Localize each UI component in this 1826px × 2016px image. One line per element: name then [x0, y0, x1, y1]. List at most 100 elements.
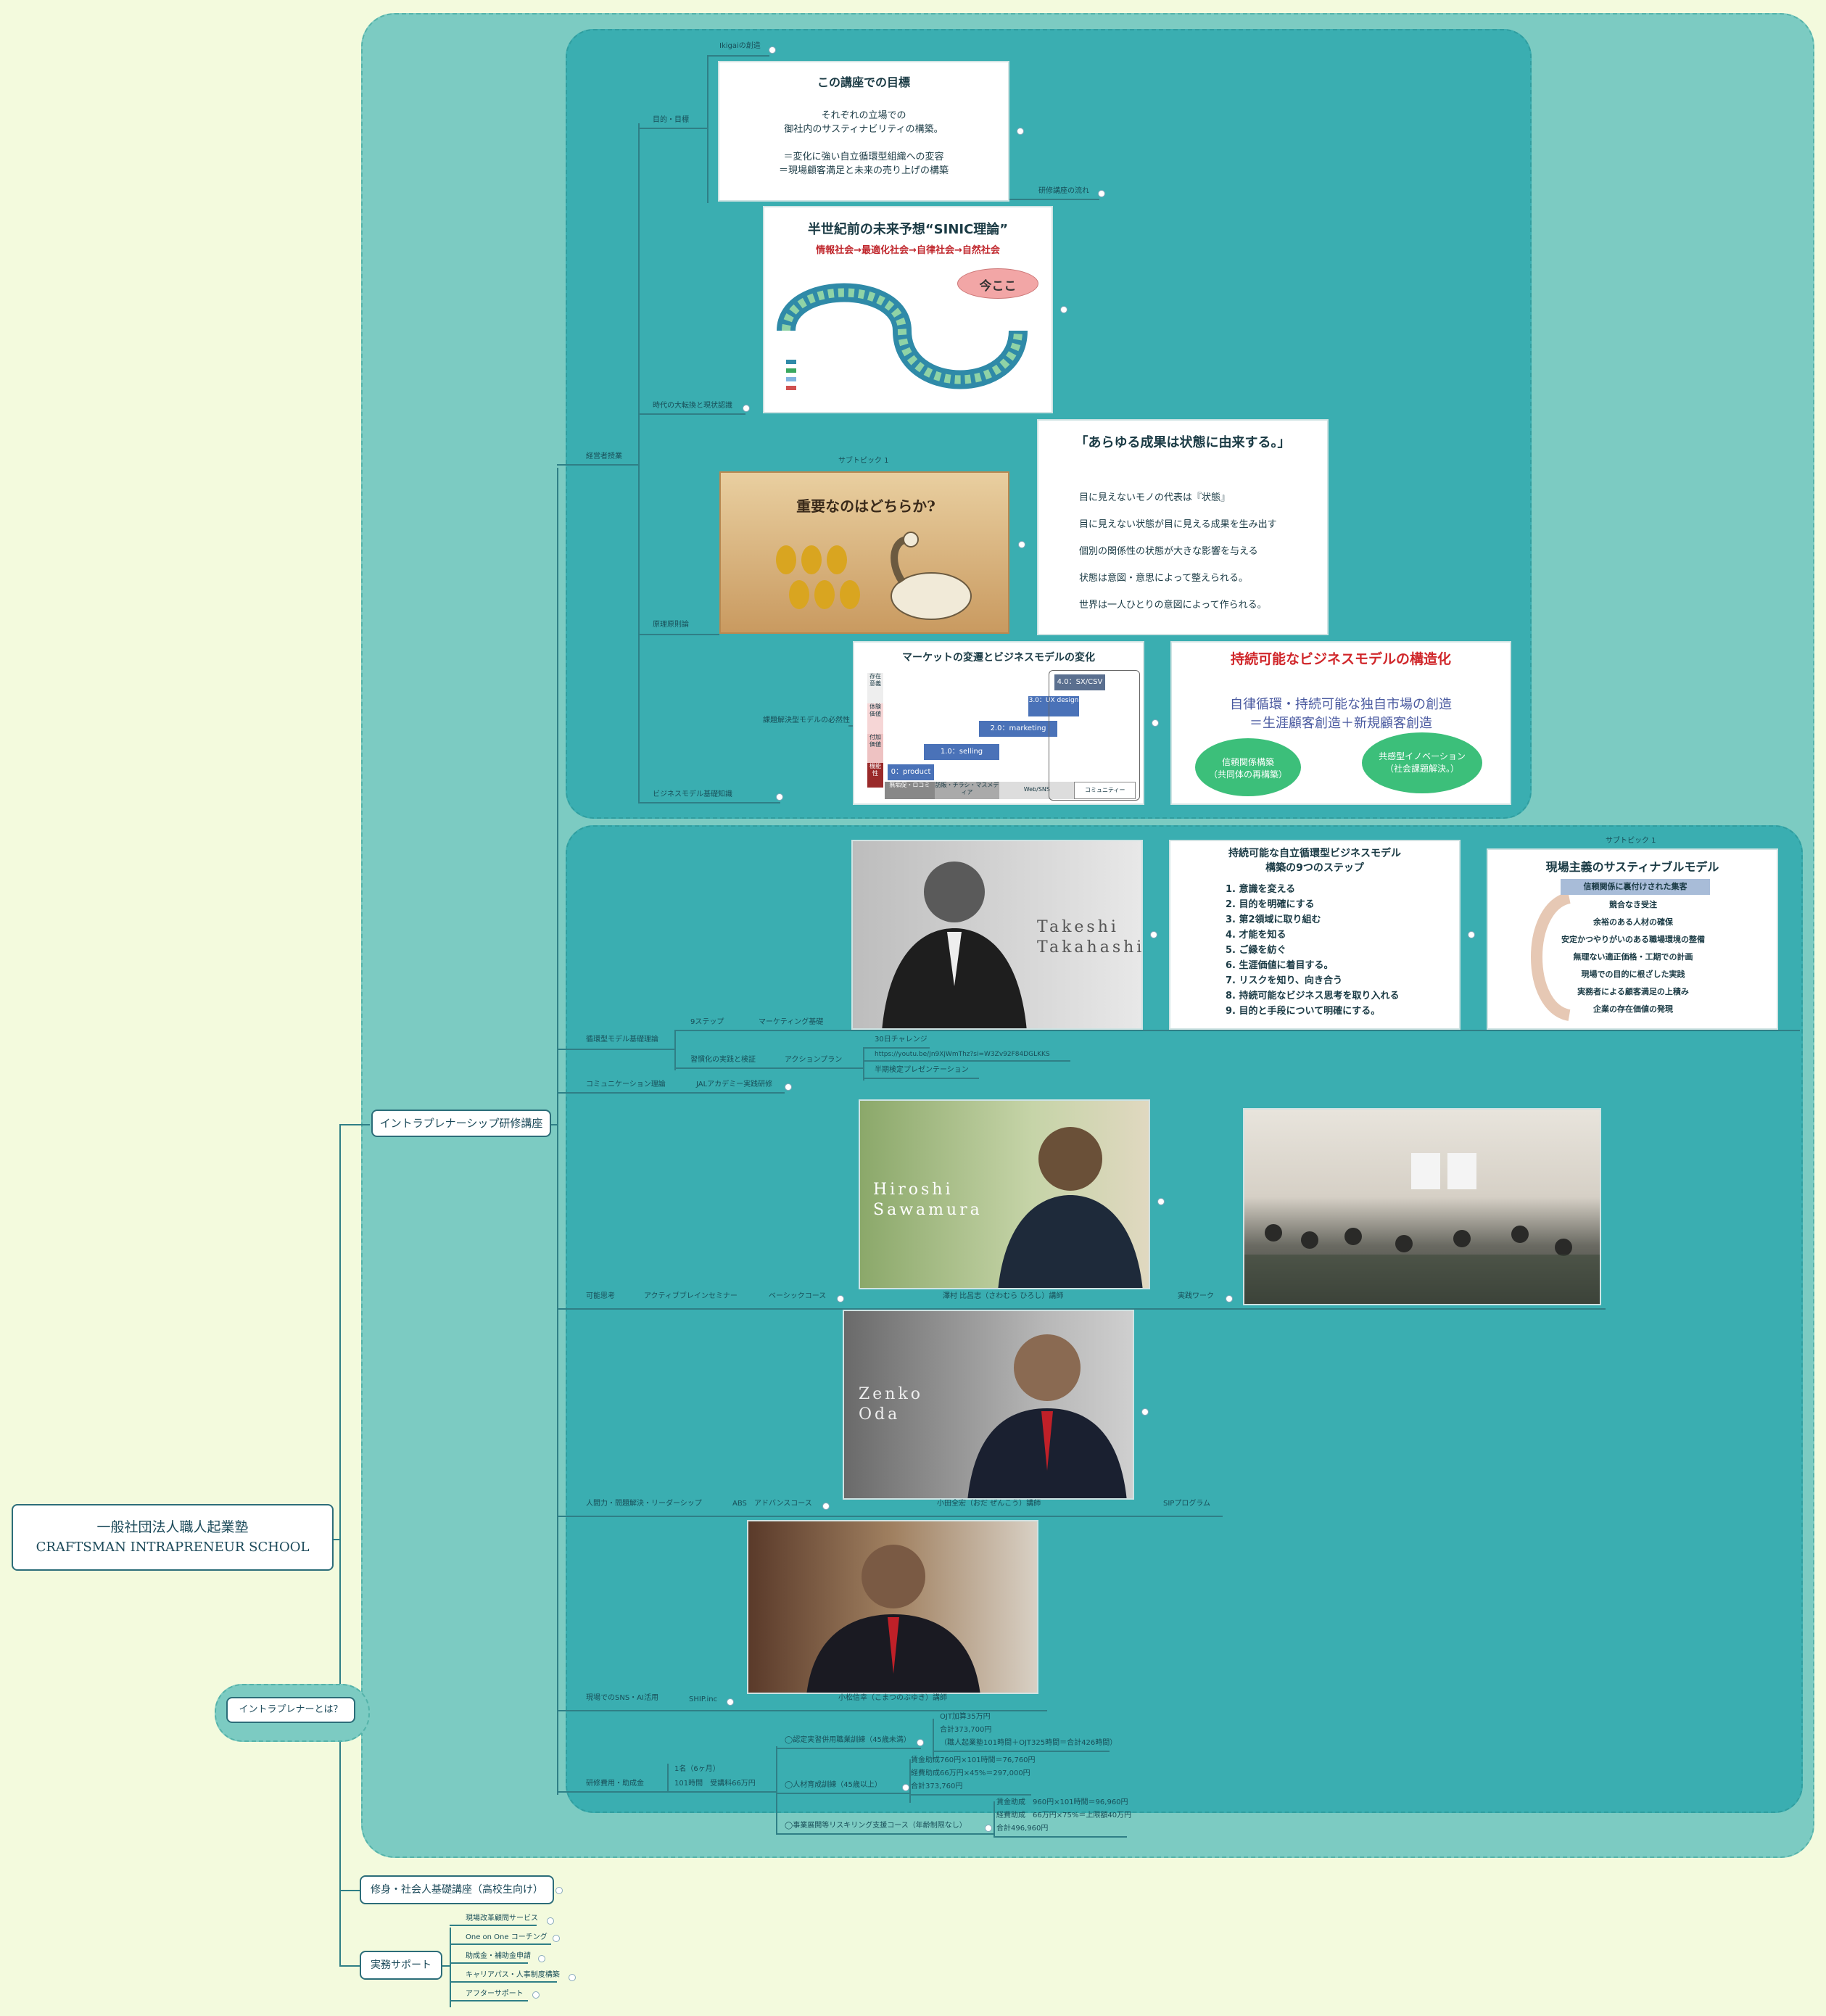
sip-label[interactable]: SIPプログラム: [1163, 1500, 1211, 1508]
jissen-dot[interactable]: [1226, 1295, 1233, 1302]
junkan-trunk: [674, 1030, 676, 1070]
bizmodel-dot[interactable]: [776, 793, 783, 801]
bizmodel-label[interactable]: ビジネスモデル基礎知識: [653, 790, 732, 798]
takahashi-photo: Takeshi Takahashi: [851, 840, 1143, 1030]
opt2-l1[interactable]: 賃金助成760円×101時間＝76,760円: [911, 1756, 1036, 1764]
flow-dot[interactable]: [1098, 190, 1105, 197]
market-x-4: コミュニティー: [1074, 782, 1136, 799]
sawamura-dot[interactable]: [1157, 1198, 1165, 1205]
kano-label[interactable]: 可能思考: [586, 1292, 615, 1300]
opt2-l2[interactable]: 経費助成66万円×45%＝297,000円: [911, 1769, 1030, 1777]
opt3-l3[interactable]: 合計496,960円: [996, 1825, 1049, 1833]
jitsumu-item-3[interactable]: 助成金・補助金申請: [466, 1952, 531, 1960]
jitsumu-item-5[interactable]: アフターサポート: [466, 1990, 524, 1998]
intrapreneur-what-node[interactable]: イントラプレナーとは？: [226, 1697, 355, 1723]
marketing-label[interactable]: マーケティング基礎: [759, 1018, 824, 1026]
ikigai-label[interactable]: Ikigaiの創造: [719, 42, 761, 50]
komatsu-caption[interactable]: 小松信幸（こまつのぶゆき）講師: [838, 1694, 947, 1702]
keiei-label[interactable]: 経営者授業: [586, 453, 622, 460]
opt3-label[interactable]: ◯事業展開等リスキリング支援コース（年齢制限なし）: [785, 1822, 967, 1830]
basic-dot[interactable]: [837, 1295, 844, 1302]
jitsumu-dot-4[interactable]: [569, 1974, 576, 1981]
challenge-label[interactable]: 30日チャレンジ: [875, 1036, 928, 1044]
opt3-l1[interactable]: 賃金助成 960円×101時間＝96,960円: [996, 1798, 1128, 1806]
mokuteki-trunk: [707, 57, 708, 203]
subtopic-label-1[interactable]: サブトピック 1: [838, 457, 889, 465]
market-dot[interactable]: [1152, 719, 1159, 727]
jinbutsu-label[interactable]: 人間力・問題解決・リーダーシップ: [586, 1500, 702, 1508]
jidai-dot[interactable]: [743, 405, 750, 412]
comm-label[interactable]: コミュニケーション理論: [586, 1081, 666, 1088]
shushin-expand[interactable]: [555, 1887, 563, 1894]
opt1-dot[interactable]: [917, 1739, 924, 1746]
shipinc-label[interactable]: SHIP.inc: [689, 1695, 718, 1703]
shikumi-label[interactable]: 習慣化の実践と検証: [690, 1056, 756, 1064]
takahashi-dot[interactable]: [1150, 931, 1157, 938]
goal-line-3: [719, 136, 1008, 150]
basic-label[interactable]: ベーシックコース: [769, 1292, 827, 1300]
subtopic-label-2[interactable]: サブトピック 1: [1606, 837, 1656, 845]
root-node[interactable]: 一般社団法人職人起業塾 CRAFTSMAN INTRAPRENEUR SCHOO…: [12, 1504, 334, 1571]
oda-name-2: Oda: [859, 1405, 901, 1424]
oda-caption[interactable]: 小田全宏（おだ ぜんこう）講師: [937, 1500, 1041, 1508]
jitsumu-node[interactable]: 実務サポート: [360, 1951, 442, 1980]
jitsumu-item-1[interactable]: 現場改革顧問サービス: [466, 1914, 538, 1922]
jitsumu-dot-1[interactable]: [547, 1917, 554, 1925]
root-trunk: [339, 1124, 341, 1965]
shushin-node[interactable]: 修身・社会人基礎講座（高校生向け）: [360, 1875, 554, 1904]
shipinc-dot[interactable]: [727, 1698, 734, 1706]
mokuteki-label[interactable]: 目的・目標: [653, 116, 689, 124]
sns-label[interactable]: 現場でのSNS・AI活用: [586, 1694, 658, 1702]
sinic-dot[interactable]: [1060, 306, 1067, 313]
jitsumu-dot-3[interactable]: [538, 1955, 545, 1962]
goal-dot[interactable]: [1017, 128, 1024, 135]
abs-label[interactable]: ABS: [732, 1500, 747, 1508]
jidai-label[interactable]: 時代の大転換と現状認識: [653, 402, 732, 410]
opt2-l3[interactable]: 合計373,760円: [911, 1782, 963, 1790]
training-node[interactable]: イントラプレナーシップ研修講座: [371, 1110, 551, 1137]
ikigai-dot[interactable]: [769, 46, 776, 54]
jal-label[interactable]: JALアカデミー実践研修: [696, 1081, 773, 1088]
opt1-label[interactable]: ◯認定実習併用職業訓練（45歳未満）: [785, 1736, 911, 1744]
opt1-l1[interactable]: OJT加算35万円: [940, 1713, 991, 1721]
kadai-label[interactable]: 課題解決型モデルの必然性: [763, 716, 850, 724]
flow-line: [1009, 199, 1099, 200]
sawamura-caption[interactable]: 澤村 比呂志（さわむら ひろし）講師: [943, 1292, 1064, 1300]
hiyou-trunk: [667, 1764, 669, 1793]
opt3-l2[interactable]: 経費助成 66万円×75%＝上限額40万円: [996, 1811, 1132, 1819]
jitsumu-item-2[interactable]: One on One コーチング: [466, 1933, 548, 1941]
nine-dot[interactable]: [1468, 931, 1475, 938]
flow-label[interactable]: 研修講座の流れ: [1038, 187, 1089, 195]
jitsumu-dot-5[interactable]: [532, 1991, 540, 1999]
nine-label[interactable]: 9ステップ: [690, 1018, 724, 1026]
action-label[interactable]: アクションプラン: [785, 1056, 843, 1064]
takahashi-name-1: Takeshi: [1037, 918, 1119, 936]
sustain-bubble-2a: 共感型イノベーション: [1379, 751, 1466, 761]
genri-label[interactable]: 原理原則論: [653, 621, 689, 629]
jal-dot[interactable]: [785, 1083, 792, 1091]
goose-dot[interactable]: [1018, 541, 1025, 548]
fee-line-1[interactable]: 1名（6ヶ月）: [674, 1765, 720, 1773]
oda-dot[interactable]: [1141, 1408, 1149, 1416]
opt1-l2[interactable]: 合計373,700円: [940, 1726, 992, 1734]
sustain-bubble-2: 共感型イノベーション （社会課題解決。）: [1362, 732, 1482, 793]
halfyear-label[interactable]: 半期検定プレゼンテーション: [875, 1066, 969, 1074]
sustain-line-1: 自律循環・持続可能な独自市場の創造: [1230, 697, 1452, 712]
active-label[interactable]: アクティブブレインセミナー: [644, 1292, 738, 1300]
jissen-label[interactable]: 実践ワーク: [1178, 1292, 1214, 1300]
nine-step-1: 1. 意識を変える: [1226, 884, 1296, 895]
opt2-dot[interactable]: [902, 1784, 909, 1791]
jitsumu-item-4[interactable]: キャリアパス・人事制度構築: [466, 1971, 560, 1979]
opt1-l3[interactable]: （職人起業塾101時間＋OJT325時間＝合計426時間）: [940, 1739, 1118, 1747]
sawamura-name-2: Sawamura: [873, 1201, 983, 1219]
hiyou-label[interactable]: 研修費用・助成金: [586, 1780, 644, 1788]
fee-line-2[interactable]: 101時間 受講料66万円: [674, 1780, 756, 1788]
market-x-2: 訪販・チラシ・マスメディア: [934, 782, 1000, 799]
advance-label[interactable]: アドバンスコース: [754, 1500, 812, 1508]
junkan-label[interactable]: 循環型モデル基礎理論: [586, 1036, 658, 1044]
advance-dot[interactable]: [822, 1503, 830, 1510]
jitsumu-dot-2[interactable]: [553, 1935, 560, 1942]
url-label[interactable]: https://youtu.be/Jn9XjWmThz?si=W3Zv92F84…: [875, 1051, 1050, 1058]
opt3-dot[interactable]: [985, 1825, 992, 1832]
opt2-label[interactable]: ◯人材育成訓練（45歳以上）: [785, 1781, 882, 1789]
